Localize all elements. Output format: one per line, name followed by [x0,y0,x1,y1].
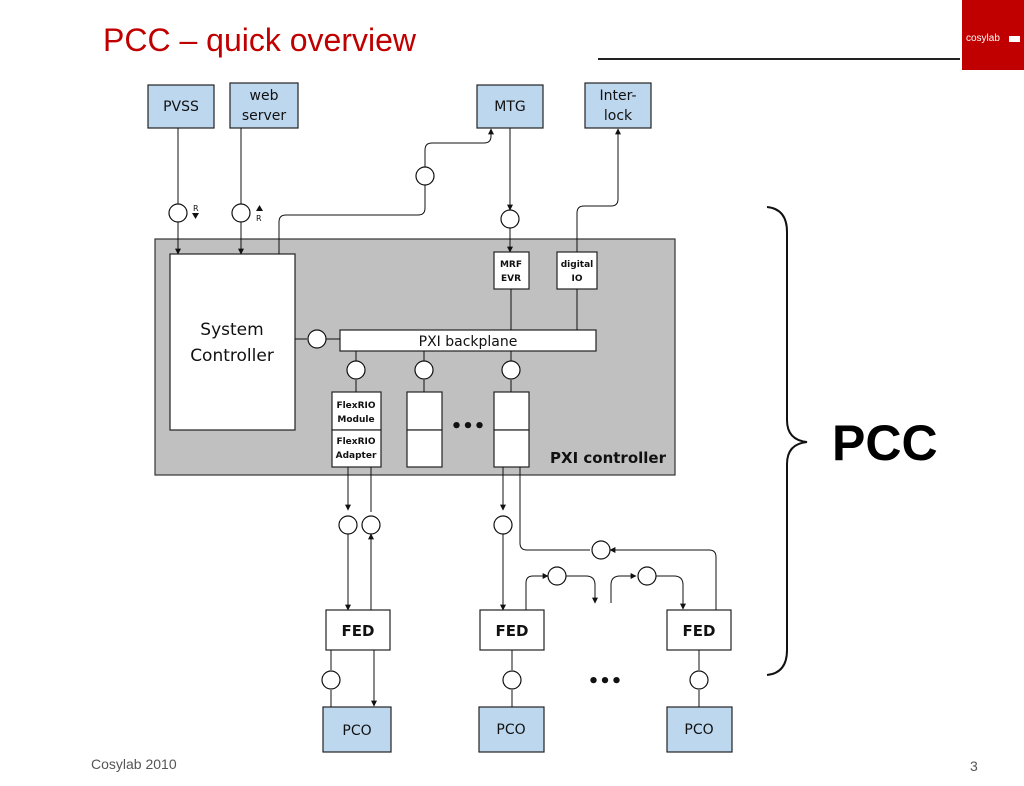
logo-text: cosylab [966,33,1000,44]
r-marker-web-label: R [256,214,262,223]
pco-label-1: PCO [342,723,371,739]
connection-lines [175,128,717,707]
fed-ellipsis: ••• [588,671,623,692]
fed-box-3: FED [666,609,732,651]
footer-company: Cosylab 2010 [91,756,177,772]
pxi-backplane-label: PXI backplane [419,334,518,350]
connector-slot-1 [346,360,366,380]
pcc-brace [766,206,808,676]
flexrio-module-box: FlexRIO Module [331,391,382,431]
connector-fed1-down [338,515,358,535]
flexrio-adapter-label-line2: Adapter [336,451,377,461]
r-marker-web-server: R [256,205,263,223]
connector-slot-2 [414,360,434,380]
connector-mtg-uplink [415,166,435,186]
connector-web-server [231,203,251,223]
connector-fed2-down [493,515,513,535]
flexrio-adapter-label-line1: FlexRIO [336,437,375,447]
title-underline [598,58,960,60]
mtg-box: MTG [476,84,544,129]
pco-box-2: PCO [478,706,545,753]
connector-pco-1 [321,670,341,690]
pco-label-3: PCO [684,722,713,738]
module-slot-n [493,391,530,468]
pcc-label: PCC [832,415,938,471]
fed-label-2: FED [496,622,529,640]
mrf-evr-box: MRF EVR [493,251,530,290]
flexrio-module-label-line2: Module [337,415,374,425]
page-number: 3 [970,758,978,774]
connector-fed1-up [361,515,381,535]
connector-pco-2 [502,670,522,690]
connector-chain-2 [637,566,657,586]
r-marker-pvss: R [192,204,199,219]
flexrio-module-label-line1: FlexRIO [336,401,375,411]
web-server-label-line1: web [250,88,279,104]
interlock-label-line1: Inter- [599,88,636,104]
interlock-box: Inter- lock [584,82,652,129]
digital-io-label-line1: digital [561,260,594,270]
module-ellipsis: ••• [451,416,486,437]
pco-box-3: PCO [666,706,733,753]
system-controller-box: System Controller [169,253,296,431]
system-controller-label-line1: System [200,320,263,340]
pvss-label: PVSS [163,99,199,115]
web-server-box: web server [229,82,299,129]
connector-chain-1 [547,566,567,586]
pxi-controller-label: PXI controller [550,449,667,467]
flexrio-adapter-box: FlexRIO Adapter [331,429,382,468]
connector-slot-n [501,360,521,380]
fed-label-3: FED [683,622,716,640]
system-controller-label-line2: Controller [190,346,274,366]
pco-label-2: PCO [496,722,525,738]
mrf-evr-label-line2: EVR [501,274,521,284]
cosylab-logo: cosylab [962,0,1024,70]
digital-io-box: digital IO [556,251,598,290]
pxi-backplane: PXI backplane [339,329,597,352]
fed-box-2: FED [479,609,545,651]
pvss-box: PVSS [147,84,215,129]
module-slot-2 [406,391,443,468]
web-server-label-line2: server [242,108,287,124]
mtg-label: MTG [494,99,525,115]
connector-circles [168,166,709,690]
interlock-label-line2: lock [604,108,633,124]
connector-system-backplane [307,329,327,349]
fed-label-1: FED [342,622,375,640]
connector-mtg-downlink [500,209,520,229]
r-marker-pvss-label: R [193,204,199,213]
fed-box-1: FED [325,609,391,651]
pco-box-1: PCO [322,706,392,753]
logo-tag [1009,36,1020,42]
connector-pvss [168,203,188,223]
mrf-evr-label-line1: MRF [500,260,522,270]
connector-pco-3 [689,670,709,690]
connector-loop [591,540,611,560]
slide-title: PCC – quick overview [103,22,416,58]
digital-io-label-line2: IO [572,274,583,284]
